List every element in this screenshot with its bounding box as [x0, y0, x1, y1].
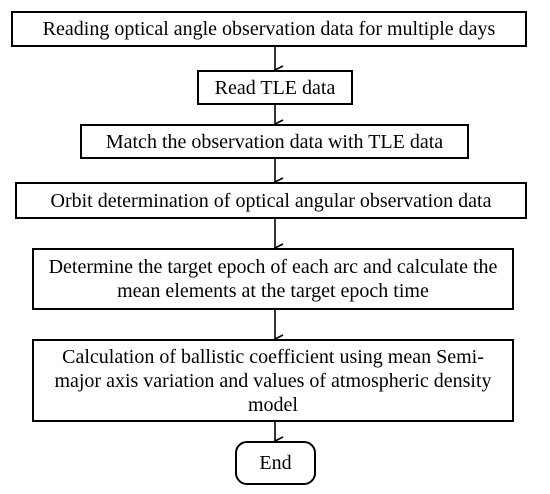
step-determine-target-epoch-label: Determine the target epoch of each arc a… — [48, 256, 498, 302]
step-match-observation-tle-label: Match the observation data with TLE data — [105, 130, 444, 153]
step-reading-observation-data-label: Reading optical angle observation data f… — [42, 18, 496, 40]
step-orbit-determination-label: Orbit determination of optical angular o… — [50, 189, 492, 212]
step-read-tle-data-label: Read TLE data — [214, 76, 336, 99]
step-match-observation-tle: Match the observation data with TLE data — [80, 124, 469, 159]
step-reading-observation-data: Reading optical angle observation data f… — [11, 11, 527, 47]
step-end: End — [235, 441, 316, 485]
step-read-tle-data: Read TLE data — [197, 70, 353, 105]
step-end-label: End — [259, 452, 292, 474]
step-ballistic-coefficient-label: Calculation of ballistic coefficient usi… — [54, 345, 492, 416]
step-determine-target-epoch: Determine the target epoch of each arc a… — [32, 248, 514, 310]
step-ballistic-coefficient: Calculation of ballistic coefficient usi… — [32, 339, 514, 422]
step-orbit-determination: Orbit determination of optical angular o… — [15, 182, 527, 219]
